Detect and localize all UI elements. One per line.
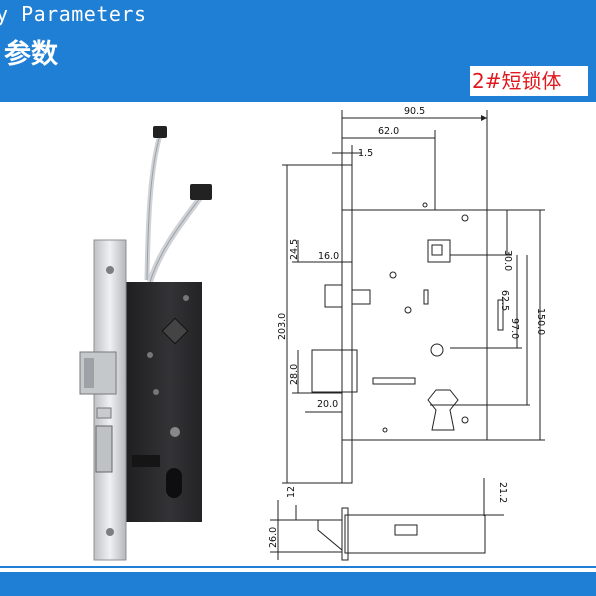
dim-97: 97.0 [509, 318, 520, 339]
faceplate-outline [341, 164, 353, 484]
dim-30: 30.0 [502, 250, 513, 271]
dim-62: 62.0 [378, 126, 399, 137]
dim-203: 203.0 [277, 313, 288, 340]
footer-rule [0, 566, 596, 568]
bottom-view-outline [344, 514, 486, 554]
header-title-cn: 参数 [4, 39, 58, 70]
dim-28: 28.0 [289, 364, 300, 385]
dim-1-5: 1.5 [358, 148, 373, 159]
dim-24-5: 24.5 [289, 239, 300, 260]
header-banner: y Parameters 参数 2#短锁体 [0, 0, 596, 102]
trigger [96, 407, 112, 419]
lock-case [122, 282, 202, 522]
dim-12: 12 [286, 486, 297, 498]
dim-16: 16.0 [318, 251, 339, 262]
spindle-hole [161, 317, 189, 345]
connector-1 [153, 126, 167, 138]
dim-90-5: 90.5 [404, 106, 425, 117]
dim-62-5: 62.5 [499, 290, 510, 311]
connector-2 [190, 184, 212, 200]
deadbolt [95, 425, 113, 473]
header-title-en: y Parameters [0, 2, 147, 26]
dim-21-2: 21.2 [497, 482, 508, 503]
dim-150: 150.0 [535, 308, 546, 335]
faceplate [93, 239, 127, 561]
dim-20: 20.0 [317, 399, 338, 410]
dim-26: 26.0 [268, 527, 279, 548]
model-tag: 2#短锁体 [470, 66, 588, 96]
footer-bar [0, 572, 596, 596]
